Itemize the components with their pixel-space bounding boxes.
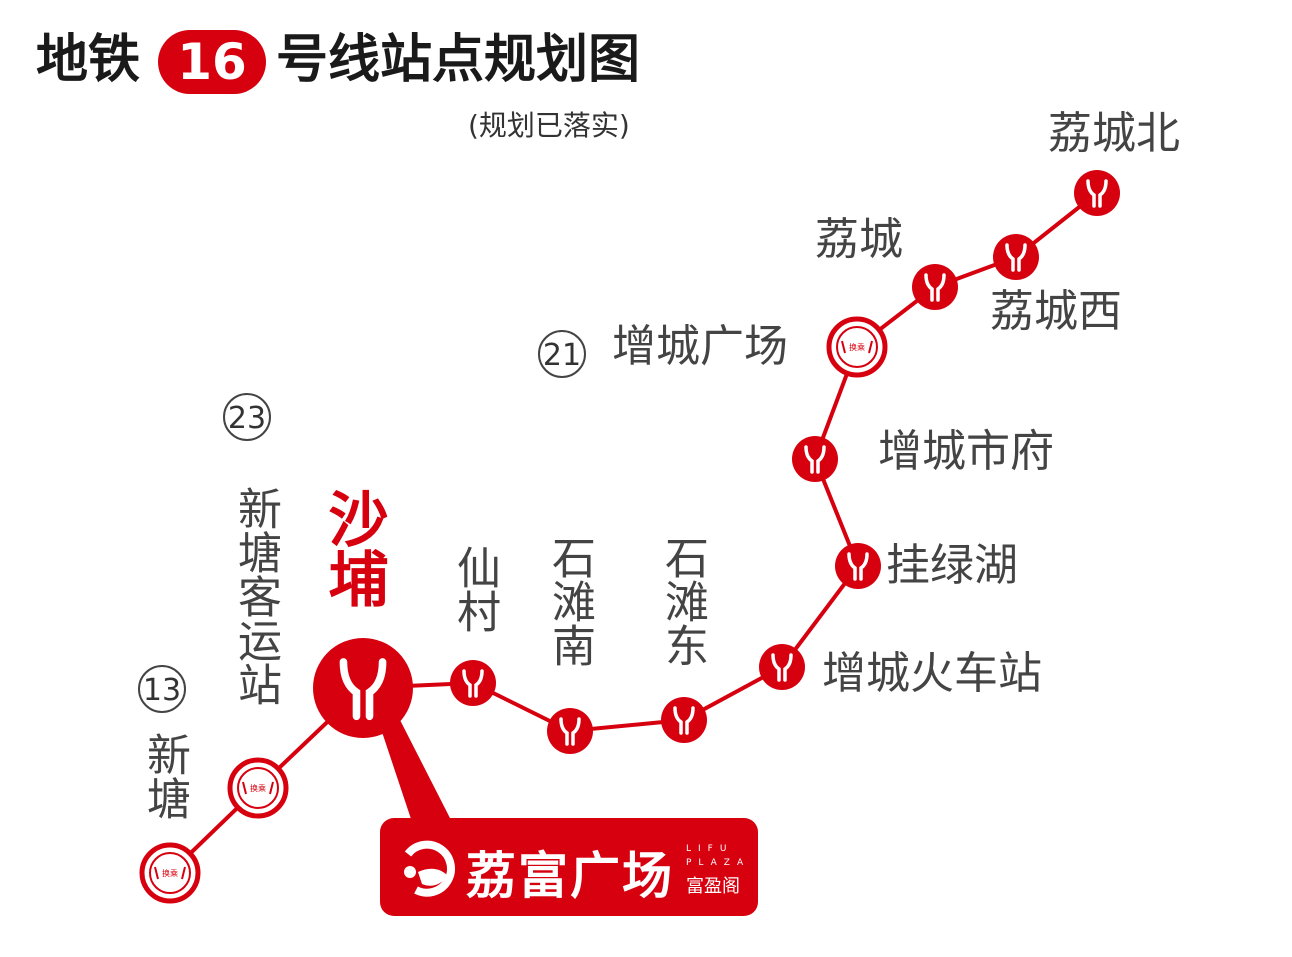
station-marker — [313, 638, 413, 738]
station-label-xiancun: 仙村 — [449, 545, 500, 633]
transfer-line-21-badge: 21 — [538, 330, 586, 378]
station-label-guaiyuhu: 挂绿湖 — [886, 540, 1018, 591]
metro-logo-icon — [847, 552, 869, 581]
station-label-lichengbei: 荔城北 — [1048, 108, 1180, 159]
transfer-line-23-badge: 23 — [223, 393, 271, 441]
metro-logo-icon — [771, 653, 793, 682]
transfer-icon-text: 换乘 — [162, 868, 178, 878]
station-marker — [835, 543, 881, 589]
station-label-licheng: 荔城 — [815, 214, 903, 265]
transfer-station-marker: 换乘 — [826, 316, 888, 378]
title-suffix: 号线站点规划图 — [276, 30, 641, 90]
lifu-plaza-banner: 荔富广场 LIFU PLAZA 富盈阁 — [380, 818, 758, 916]
transfer-station-marker: 换乘 — [227, 757, 289, 819]
metro-logo-icon — [559, 717, 581, 746]
metro-logo-icon — [804, 445, 826, 474]
station-label-zengcheng-shifu: 增城市府 — [878, 426, 1054, 477]
station-marker — [993, 234, 1039, 280]
station-label-shapu: 沙埔 — [318, 488, 388, 608]
metro-logo-icon — [1005, 243, 1027, 272]
banner-name: 荔富广场 — [466, 847, 674, 905]
station-label-xintang-keyunzhan: 新塘客运站 — [230, 486, 281, 706]
station-label-zengcheng-guangchang: 增城广场 — [612, 321, 788, 372]
metro-logo-icon — [1086, 179, 1108, 208]
station-label-shitandong: 石滩东 — [657, 535, 708, 667]
metro-logo-icon — [924, 273, 946, 302]
lifu-logo-icon — [404, 840, 455, 897]
station-label-xintang: 新塘 — [139, 732, 190, 820]
banner-pointer — [378, 720, 452, 822]
station-marker — [547, 708, 593, 754]
station-label-lichengxi: 荔城西 — [990, 286, 1122, 337]
transfer-icon-text: 换乘 — [250, 783, 266, 793]
station-marker — [759, 644, 805, 690]
station-marker — [912, 264, 958, 310]
banner-sub: 富盈阁 — [686, 876, 740, 897]
banner-english-1: LIFU — [686, 844, 734, 854]
title-prefix: 地铁 — [36, 30, 141, 90]
station-label-zengcheng-huochezhan: 增城火车站 — [822, 648, 1042, 699]
station-marker — [661, 697, 707, 743]
transfer-line-13-badge: 13 — [138, 665, 186, 713]
metro-logo-icon — [339, 658, 387, 721]
metro-logo-icon — [462, 669, 484, 698]
metro-logo-icon — [673, 706, 695, 735]
station-marker — [450, 660, 496, 706]
station-marker — [1074, 170, 1120, 216]
station-marker — [792, 436, 838, 482]
transfer-station-marker: 换乘 — [139, 842, 201, 904]
line-number-badge: 16 — [158, 30, 266, 94]
transfer-icon-text: 换乘 — [849, 342, 865, 352]
station-label-shitannan: 石滩南 — [544, 535, 595, 667]
banner-english-2: PLAZA — [686, 858, 751, 868]
subtitle: (规划已落实) — [468, 109, 630, 142]
